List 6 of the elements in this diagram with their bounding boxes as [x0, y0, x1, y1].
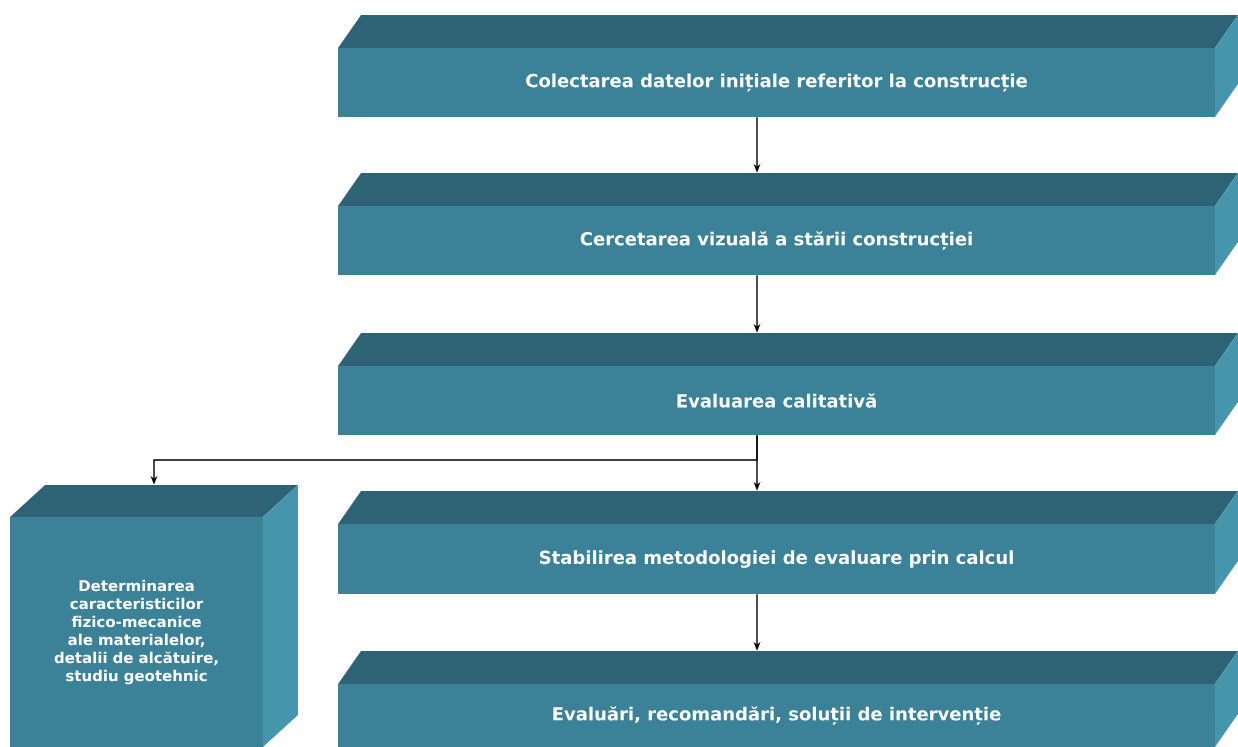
process-box: Cercetarea vizuală a stării construcției	[338, 173, 1238, 275]
process-box: Determinarea caracteristicilor fizico-mecanice ale materialelor, detalii de alcătuire, studiu geotehnic	[10, 485, 298, 747]
process-box: Stabilirea metodologiei de evaluare prin calcul	[338, 491, 1238, 594]
process-box: Evaluarea calitativă	[338, 333, 1238, 435]
process-box: Evaluări, recomandări, soluții de intervenție	[338, 651, 1238, 747]
process-box: Colectarea datelor inițiale referitor la construcție	[338, 15, 1238, 117]
